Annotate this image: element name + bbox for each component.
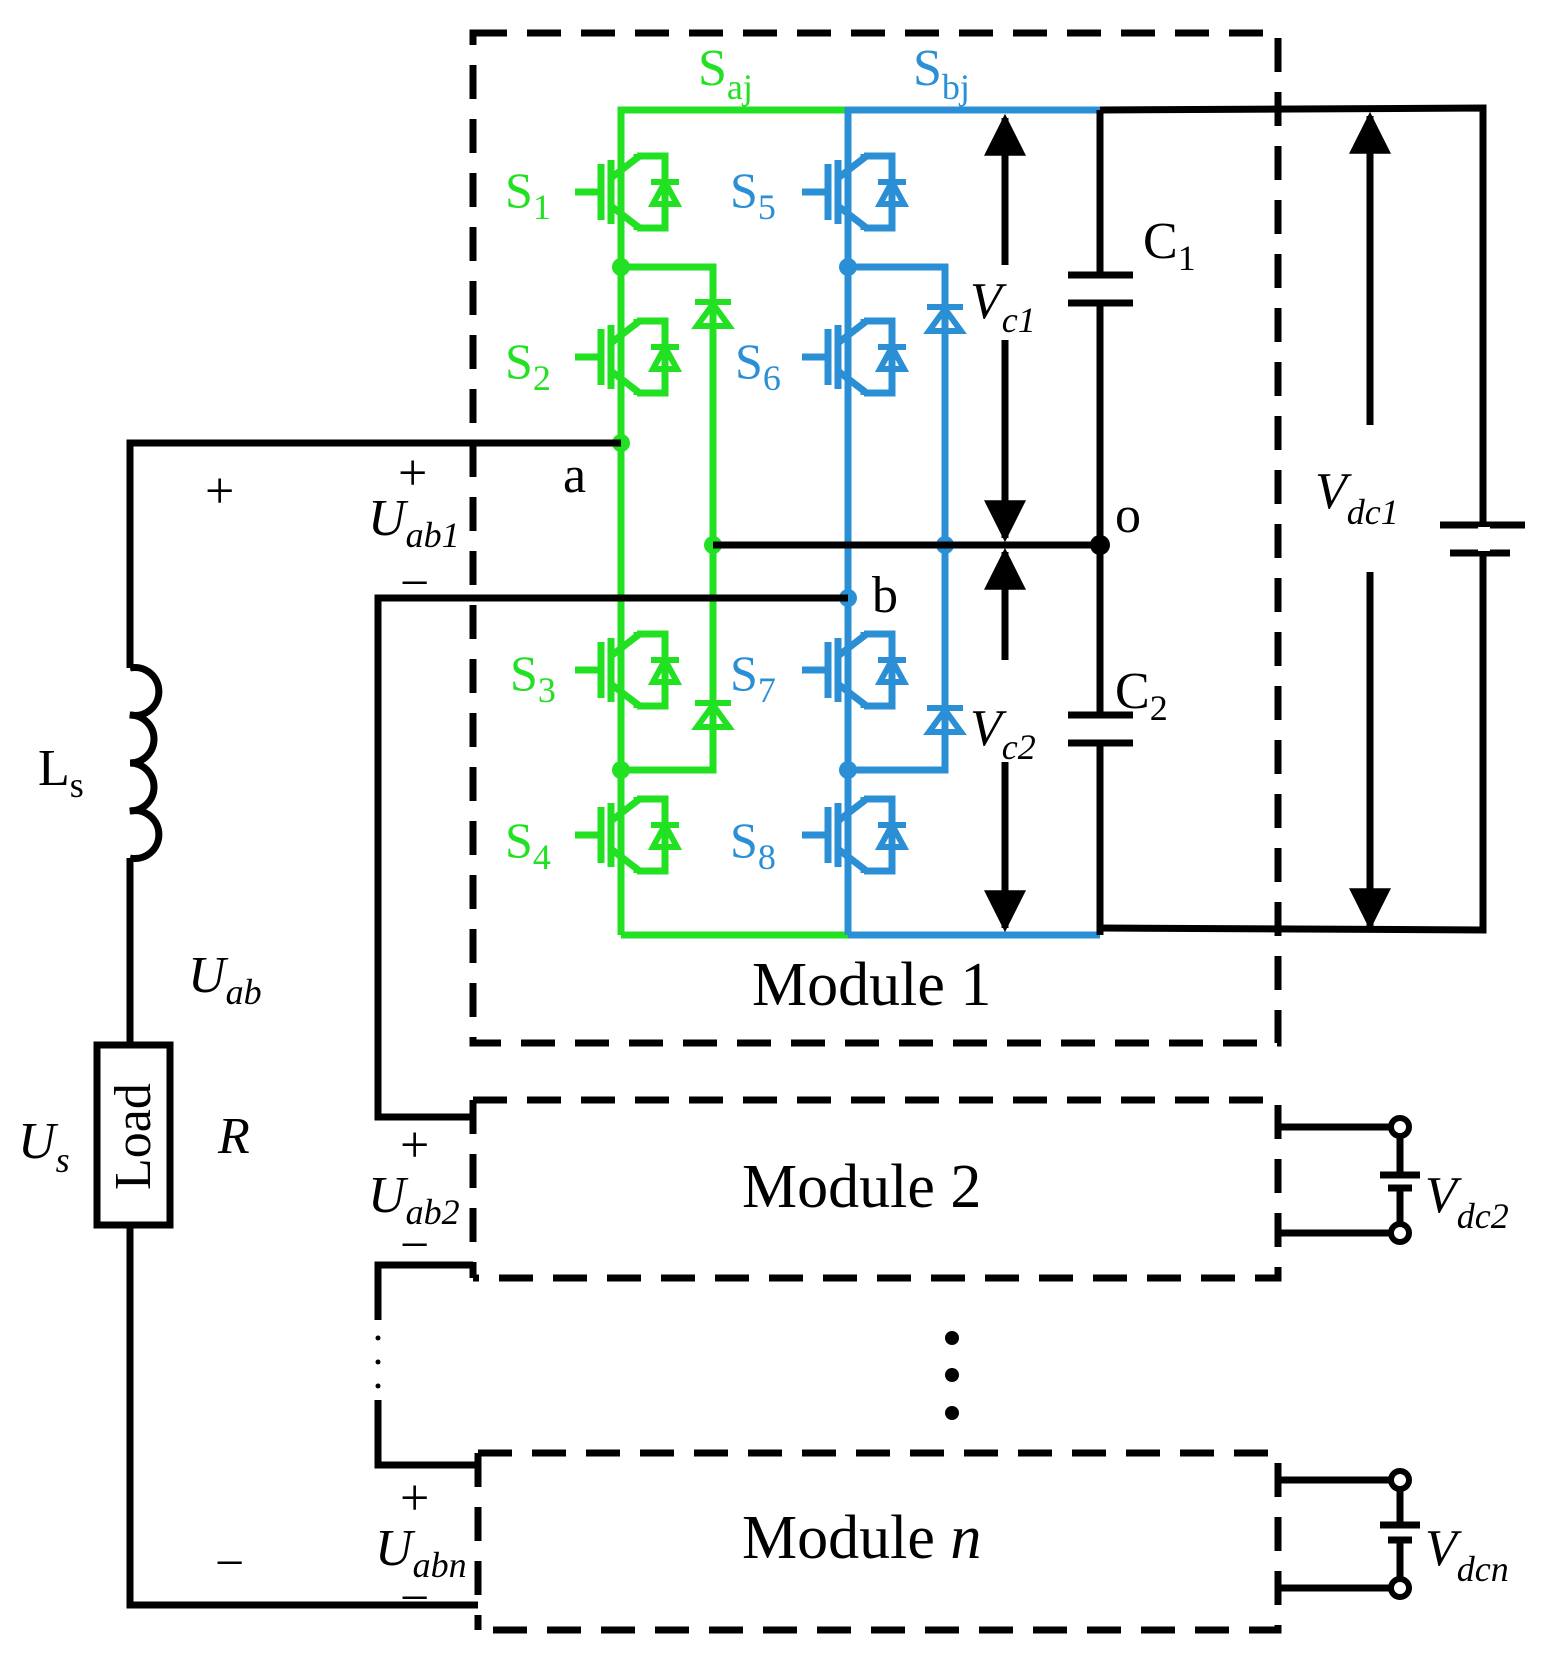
- source-loop: [93, 439, 621, 1609]
- switch-s5-label: S5: [730, 162, 776, 227]
- vc1-label: Vc1: [970, 273, 1036, 340]
- vc2-label: Vc2: [970, 700, 1036, 767]
- uab2-minus: −: [400, 1217, 429, 1274]
- vdc2-label: Vdc2: [1425, 1167, 1509, 1236]
- uab2-plus: +: [400, 1117, 429, 1174]
- switch-s6-symbol: [802, 319, 906, 395]
- module-interconnect: [374, 594, 848, 1469]
- switch-s7-label: S7: [730, 645, 776, 710]
- capacitor-c2-label: C2: [1115, 663, 1168, 728]
- switch-s4-label: S4: [505, 812, 551, 877]
- switch-s1-label: S1: [505, 162, 551, 227]
- us-label: Us: [18, 1113, 70, 1180]
- switch-s1-symbol: [575, 154, 679, 230]
- vdcn-source: [1278, 1476, 1420, 1592]
- battery-gap: [1478, 527, 1490, 551]
- switch-s2-label: S2: [505, 333, 551, 398]
- module-n-box: [474, 1449, 1282, 1634]
- switch-s6-label: S6: [735, 333, 781, 398]
- module-1-box: [469, 29, 1282, 1047]
- leg-b: [844, 106, 1100, 939]
- vdcn-label: Vdcn: [1425, 1520, 1509, 1589]
- node-o-dot: [1090, 535, 1110, 555]
- uab2-label: Uab2: [368, 1167, 460, 1232]
- uabn-label: Uabn: [375, 1520, 467, 1585]
- uab1-minus: −: [400, 555, 429, 612]
- module-2-title: Module 2: [742, 1153, 981, 1221]
- switch-s8-label: S8: [730, 812, 776, 877]
- dc-link-wiring: [713, 104, 1525, 935]
- switch-s5-symbol: [802, 154, 906, 230]
- leg-a: [617, 106, 848, 939]
- leg-b-label: Sbj: [913, 40, 970, 107]
- switch-s4-symbol: [575, 797, 679, 873]
- uab1-plus: +: [398, 445, 427, 502]
- switch-s3-label: S3: [510, 645, 556, 710]
- leg-a-label: Saj: [698, 40, 753, 107]
- capacitor-c1-label: C1: [1143, 213, 1196, 278]
- load-label: Load: [105, 1083, 162, 1190]
- module-2-box: [469, 1096, 1282, 1282]
- vdcn-terminals: [1388, 1468, 1412, 1600]
- switch-s8-symbol: [802, 797, 906, 873]
- vdc2-terminals: [1388, 1115, 1412, 1245]
- uabn-plus: +: [400, 1470, 429, 1527]
- switch-s2-symbol: [575, 319, 679, 395]
- uab1-label: Uab1: [368, 490, 460, 555]
- switch-s7-symbol: [802, 632, 906, 708]
- node-a-label: a: [563, 447, 586, 504]
- voltage-arrows: [984, 111, 1391, 933]
- inductor-ls-label: Ls: [38, 740, 84, 805]
- resistance-r-label: R: [217, 1108, 250, 1165]
- interconnect-ellipsis: [375, 1335, 381, 1389]
- module-1-title: Module 1: [752, 951, 991, 1019]
- source-minus: −: [215, 1535, 244, 1592]
- module-n-title: Module n: [742, 1504, 981, 1572]
- vertical-ellipsis: [945, 1331, 959, 1420]
- vdc1-label: Vdc1: [1315, 463, 1399, 532]
- switch-s3-symbol: [575, 632, 679, 708]
- source-plus: +: [205, 463, 234, 520]
- node-b-label: b: [872, 567, 898, 624]
- uabn-minus: −: [400, 1570, 429, 1627]
- vdc2-source: [1278, 1123, 1420, 1237]
- uab-label: Uab: [188, 947, 262, 1012]
- leg-a-dots: [612, 258, 722, 779]
- node-o-label: o: [1115, 487, 1141, 544]
